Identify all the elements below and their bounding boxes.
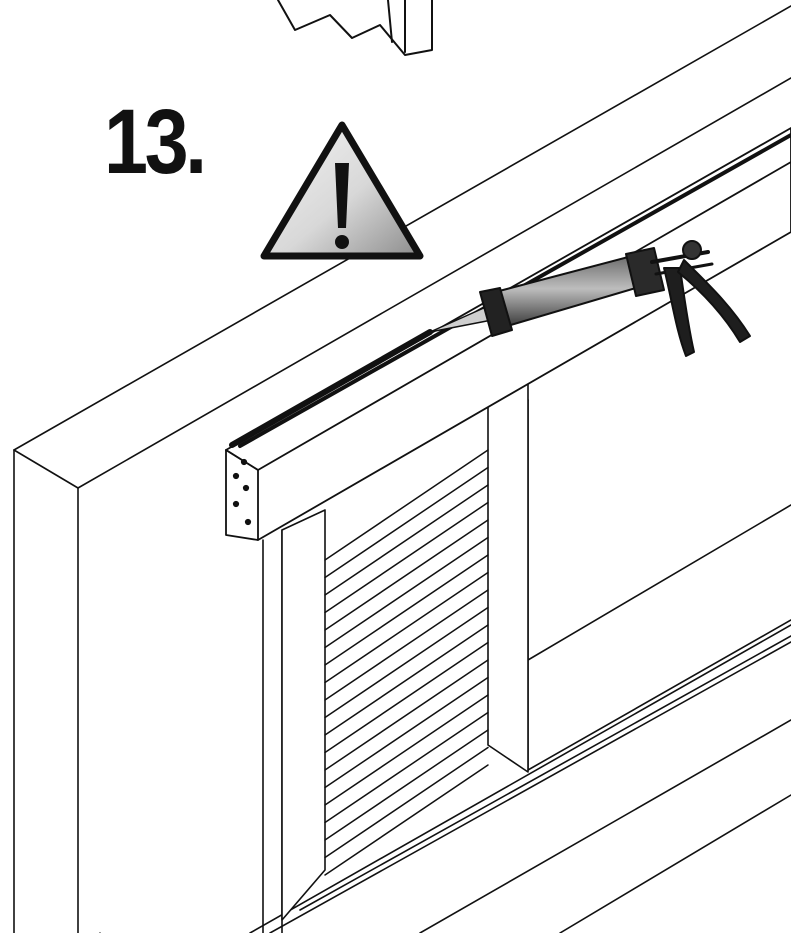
shutter-slat (324, 641, 489, 754)
shutter-slat (324, 694, 489, 806)
shutter-slat (324, 554, 489, 666)
shutter-slat (324, 501, 489, 614)
shutter-slat (324, 659, 489, 771)
wall-frame (13, 5, 791, 933)
step-number: 13. (104, 91, 207, 193)
shutter-slat (324, 746, 489, 859)
top-fragment (277, 0, 433, 56)
bottom-rail (249, 624, 791, 933)
caulking-gun-icon (429, 240, 751, 357)
shutter-slat (324, 606, 489, 719)
shutter-slat (324, 466, 489, 579)
warning-triangle-icon (260, 121, 424, 260)
shutter-slat (324, 484, 489, 596)
shutter-slat (324, 589, 489, 701)
shutter-slat (324, 729, 489, 841)
shutter-slat (324, 764, 489, 876)
shutter-slat (324, 711, 489, 824)
shutter-slat (324, 676, 489, 789)
shutter-slat (324, 571, 489, 684)
shutter-slat (324, 519, 489, 631)
shutter-slats (324, 449, 489, 876)
sealant-bead (229, 329, 433, 448)
shutter-slat (324, 624, 489, 736)
shutter-guides (281, 381, 529, 921)
shutter-slat (324, 536, 489, 649)
shutter-slat (324, 449, 489, 561)
